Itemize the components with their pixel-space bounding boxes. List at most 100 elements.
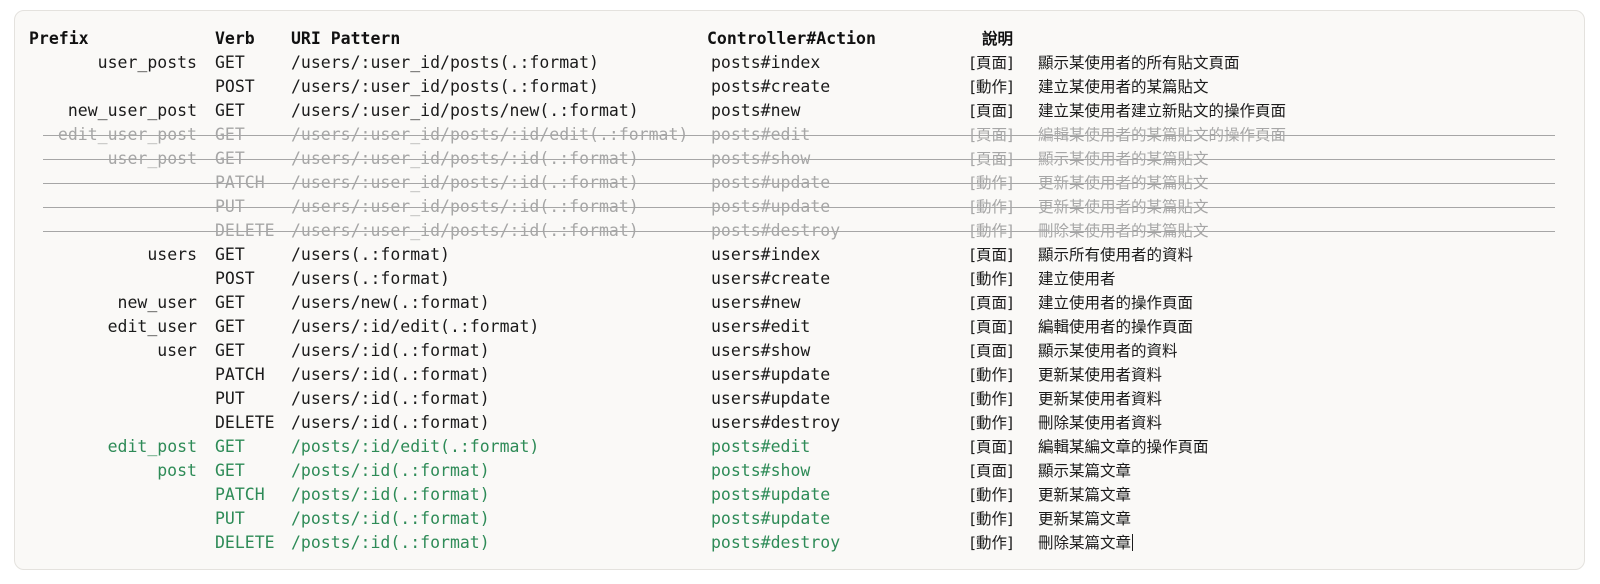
route-kind-badge: [動作] [970,486,1014,504]
route-verb: GET [215,125,245,144]
route-row[interactable]: edit_post GET/posts/:id/edit(.:format) pos… [29,435,1569,459]
route-uri-pattern: /users/:user_id/posts/:id(.:format) [291,173,639,192]
route-description: 建立使用者的操作頁面 [1038,294,1194,312]
route-controller-action: posts#update [711,485,831,504]
routes-table: Prefix Verb URI Pattern Controller#Actio… [29,27,1569,555]
route-row[interactable]: DELETE/users/:user_id/posts/:id(.:format… [29,219,1569,243]
route-controller-action: posts#show [711,149,811,168]
route-uri-pattern: /posts/:id(.:format) [291,461,490,480]
route-controller-action: posts#edit [711,437,811,456]
route-uri-pattern: /users/:user_id/posts/:id(.:format) [291,221,639,240]
table-header-row: Prefix Verb URI Pattern Controller#Actio… [29,27,1569,51]
route-uri-pattern: /users/:id(.:format) [291,389,490,408]
column-header-uri-pattern: URI Pattern [291,29,401,48]
route-description: 刪除某篇文章 [1038,534,1134,552]
route-description: 更新某使用者資料 [1038,390,1163,408]
route-description: 更新某篇文章 [1038,510,1132,528]
route-row[interactable]: PATCH/users/:user_id/posts/:id(.:format)… [29,171,1569,195]
route-description: 建立某使用者建立新貼文的操作頁面 [1038,102,1287,120]
route-description: 顯示某使用者的資料 [1038,342,1178,360]
route-uri-pattern: /users/:id(.:format) [291,365,490,384]
route-uri-pattern: /users(.:format) [291,269,450,288]
route-kind-badge: [動作] [970,366,1014,384]
route-verb: GET [215,341,245,360]
route-row[interactable]: POST/users(.:format)users#create[動作]建立使用… [29,267,1569,291]
route-description: 編輯某使用者的某篇貼文的操作頁面 [1038,126,1287,144]
route-verb: GET [215,461,245,480]
route-controller-action: users#create [711,269,831,288]
route-uri-pattern: /users/:user_id/posts(.:format) [291,53,599,72]
route-prefix: user_posts [97,53,197,72]
route-row[interactable]: PATCH/posts/:id(.:format)posts#update[動作… [29,483,1569,507]
route-verb: POST [215,269,255,288]
route-controller-action: posts#new [711,101,801,120]
route-controller-action: users#show [711,341,811,360]
route-controller-action: users#update [711,389,831,408]
route-prefix: edit_user_post [57,125,197,144]
route-verb: PATCH [215,173,265,192]
route-kind-badge: [動作] [970,198,1014,216]
route-row[interactable]: PUT/users/:user_id/posts/:id(.:format)po… [29,195,1569,219]
route-kind-badge: [頁面] [970,126,1014,144]
route-description: 刪除某使用者資料 [1038,414,1163,432]
route-description: 顯示某使用者的某篇貼文 [1038,150,1209,168]
route-uri-pattern: /users/:user_id/posts/:id/edit(.:format) [291,125,689,144]
route-controller-action: posts#index [711,53,821,72]
route-uri-pattern: /users/:user_id/posts/:id(.:format) [291,197,639,216]
route-description: 更新某使用者的某篇貼文 [1038,198,1209,216]
route-kind-badge: [動作] [970,534,1014,552]
text-cursor [1132,534,1134,551]
route-verb: DELETE [215,221,275,240]
route-controller-action: users#index [711,245,821,264]
route-verb: GET [215,245,245,264]
route-row[interactable]: PUT/users/:id(.:format)users#update[動作]更… [29,387,1569,411]
route-controller-action: posts#update [711,509,831,528]
route-row[interactable]: DELETE/posts/:id(.:format)posts#destroy[… [29,531,1569,555]
route-verb: GET [215,317,245,336]
route-kind-badge: [頁面] [970,342,1014,360]
route-kind-badge: [頁面] [970,318,1014,336]
route-controller-action: users#edit [711,317,811,336]
column-header-controller-action: Controller#Action [707,29,876,48]
route-kind-badge: [動作] [970,390,1014,408]
route-row[interactable]: PATCH/users/:id(.:format)users#update[動作… [29,363,1569,387]
route-prefix: user [157,341,197,360]
route-row[interactable]: edit_user_post GET/users/:user_id/posts/:… [29,123,1569,147]
route-prefix: new_user [117,293,197,312]
route-kind-badge: [動作] [970,78,1014,96]
route-uri-pattern: /posts/:id(.:format) [291,485,490,504]
route-prefix: new_user_post [67,101,197,120]
route-uri-pattern: /posts/:id(.:format) [291,509,490,528]
route-uri-pattern: /posts/:id/edit(.:format) [291,437,540,456]
route-row[interactable]: DELETE/users/:id(.:format)users#destroy[… [29,411,1569,435]
column-header-verb: Verb [215,29,255,48]
route-row[interactable]: PUT/posts/:id(.:format)posts#update[動作]更… [29,507,1569,531]
route-controller-action: users#destroy [711,413,841,432]
route-description: 顯示所有使用者的資料 [1038,246,1194,264]
route-controller-action: posts#update [711,173,831,192]
route-description: 建立某使用者的某篇貼文 [1038,78,1209,96]
route-controller-action: posts#destroy [711,533,841,552]
column-header-description: 說明 [982,30,1014,48]
route-description: 更新某篇文章 [1038,486,1132,504]
route-row[interactable]: POST/users/:user_id/posts(.:format)posts… [29,75,1569,99]
route-verb: GET [215,437,245,456]
route-description: 建立使用者 [1038,270,1116,288]
route-uri-pattern: /users/new(.:format) [291,293,490,312]
route-prefix: edit_user [107,317,197,336]
route-verb: PUT [215,509,245,528]
route-uri-pattern: /users/:id(.:format) [291,413,490,432]
route-prefix: edit_post [107,437,197,456]
route-kind-badge: [頁面] [970,150,1014,168]
route-description: 顯示某使用者的所有貼文頁面 [1038,54,1240,72]
route-verb: PUT [215,197,245,216]
